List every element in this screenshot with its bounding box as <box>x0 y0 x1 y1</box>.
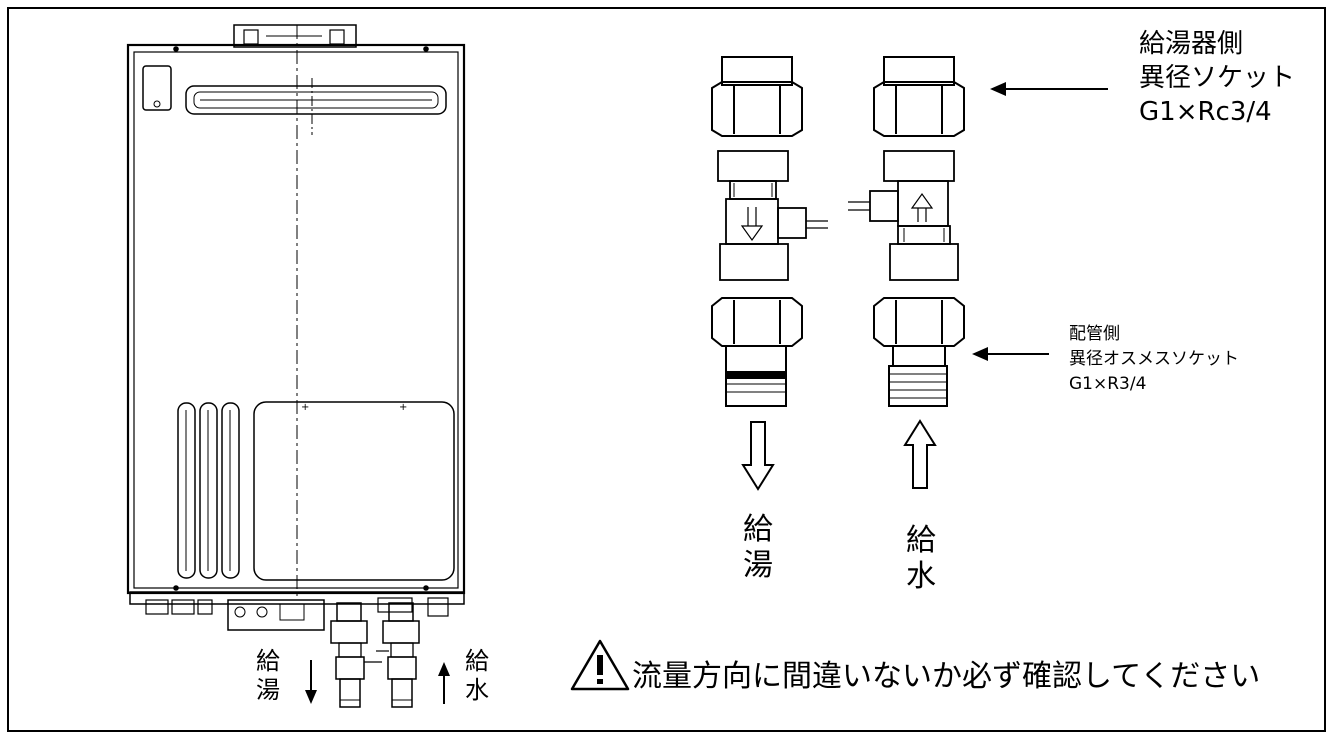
hot-water-label-char: 湯 <box>743 548 773 583</box>
unit-cold-label-char: 給 <box>465 647 489 675</box>
upper-callout-line1: 給湯器側 <box>1139 29 1244 59</box>
svg-text:+: + <box>301 402 309 413</box>
warning-triangle-icon <box>570 639 630 691</box>
water-heater-unit: + + <box>126 24 466 708</box>
hot-lower-reducing-socket <box>711 297 803 407</box>
hot-water-label-char: 給 <box>743 512 773 547</box>
hot-flow-arrow <box>741 421 775 491</box>
unit-hot-label-char: 湯 <box>256 675 280 704</box>
cold-check-valve <box>848 150 959 281</box>
unit-cold-label-char: 水 <box>465 675 489 704</box>
unit-hot-label-char: 給 <box>256 647 280 675</box>
hot-upper-reducing-socket <box>711 56 803 137</box>
cold-flow-arrow <box>903 419 937 489</box>
diagram-frame <box>7 7 1326 732</box>
hot-flow-arrow-small <box>305 660 317 704</box>
lower-callout-line2: 異径オスメスソケット <box>1069 349 1239 369</box>
lower-callout-line1: 配管側 <box>1069 324 1120 344</box>
upper-callout-arrow <box>990 82 1108 96</box>
upper-callout-line2: 異径ソケット <box>1139 63 1296 93</box>
warning-message: 流量方向に間違いないか必ず確認してください <box>632 659 1261 694</box>
unit-hot-label: 給 湯 <box>253 647 283 705</box>
cold-lower-reducing-socket <box>873 297 965 407</box>
hot-water-label: 給 湯 <box>738 512 778 584</box>
cold-flow-arrow-small <box>438 662 450 704</box>
cold-water-label-char: 給 <box>906 523 936 558</box>
unit-cold-label: 給 水 <box>462 647 492 705</box>
lower-callout-arrow <box>972 347 1049 361</box>
cold-upper-reducing-socket <box>873 56 965 137</box>
cold-water-label: 給 水 <box>901 523 941 595</box>
hot-check-valve <box>717 150 828 281</box>
upper-callout-line3: G1×Rc3/4 <box>1139 97 1272 127</box>
svg-text:+: + <box>399 402 407 413</box>
cold-water-label-char: 水 <box>906 559 936 594</box>
lower-callout-line3: G1×R3/4 <box>1069 374 1147 394</box>
